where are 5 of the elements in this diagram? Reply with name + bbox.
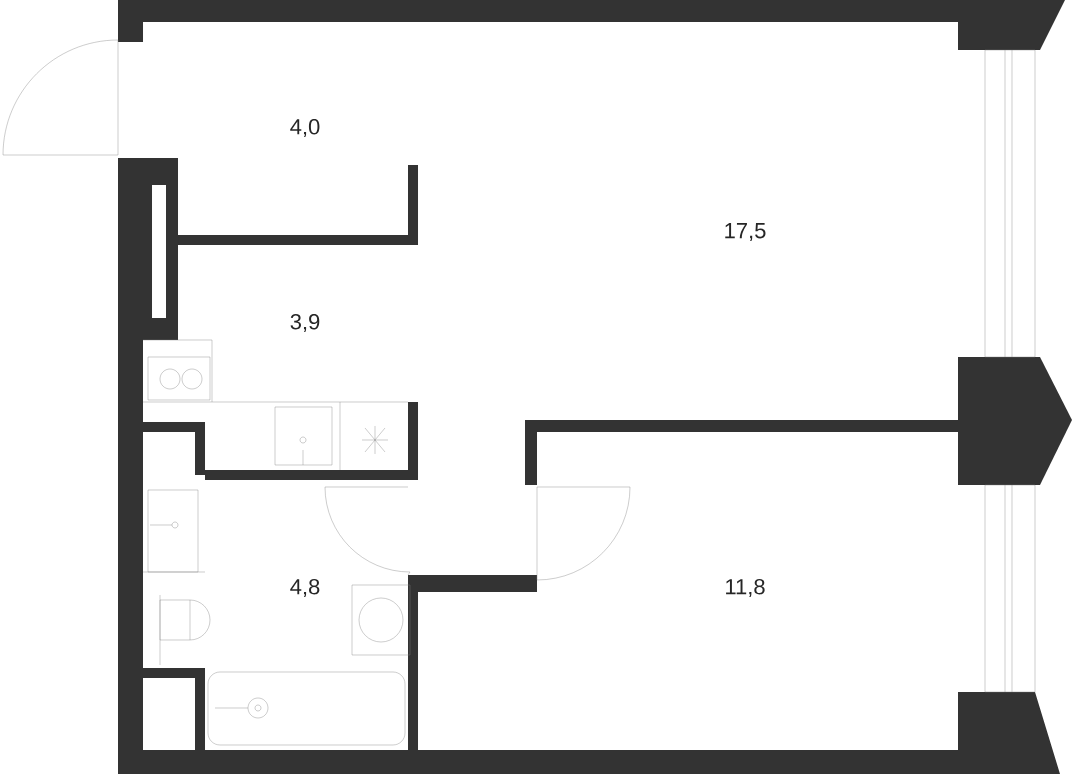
area-label: 17,5 (725, 223, 766, 241)
area-label: 11,8 (726, 578, 765, 598)
area-label: 4,8 (290, 578, 320, 598)
area-label: 4,0 (290, 118, 320, 138)
area-label: 3,9 (290, 313, 320, 333)
